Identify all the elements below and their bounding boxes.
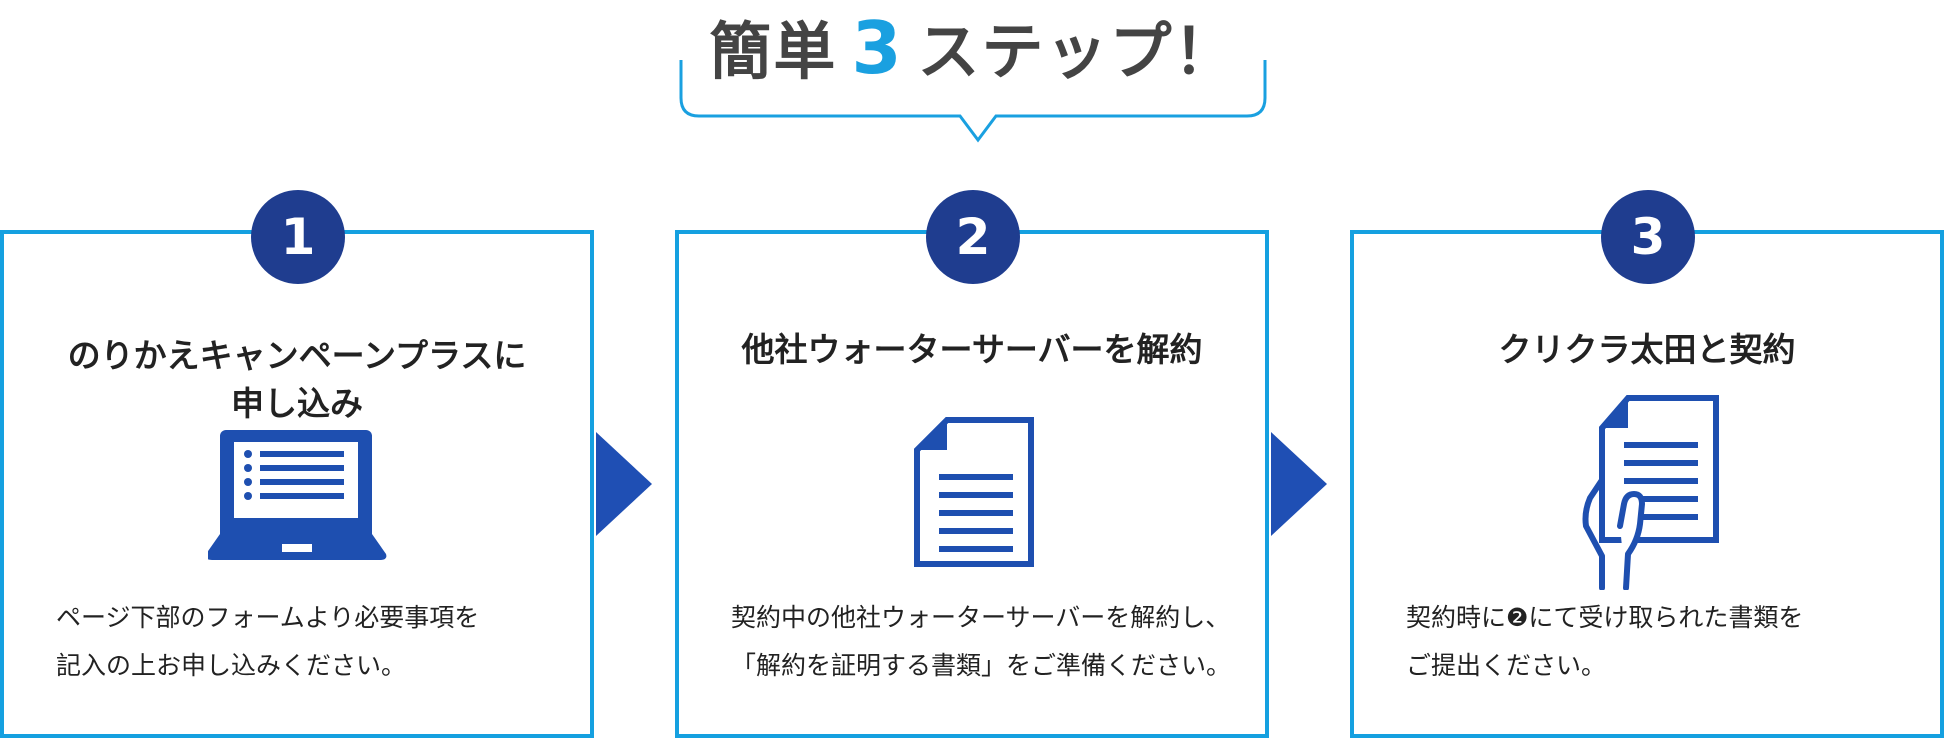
step-card-1: のりかえキャンペーンプラスに 申し込み ページ下部のフォームより必要事項を 記入… [0,230,594,738]
step-1-body: ページ下部のフォームより必要事項を 記入の上お申し込みください。 [56,594,576,690]
step-1-title: のりかえキャンペーンプラスに 申し込み [4,332,590,428]
step-2-title: 他社ウォーターサーバーを解約 [679,326,1265,374]
step-3-body-line-2: ご提出ください。 [1406,651,1607,680]
laptop-icon [208,430,387,560]
step-1-body-line-2: 記入の上お申し込みください。 [56,651,407,680]
hand-document-icon [1582,395,1719,590]
step-2-body-line-1: 契約中の他社ウォーターサーバーを解約し、 [731,603,1231,632]
step-2-body-line-2: 「解約を証明する書類」をご準備ください。 [731,651,1232,680]
step-3-body: 契約時に❷にて受け取られた書類を ご提出ください。 [1406,594,1926,690]
step-1-body-line-1: ページ下部のフォームより必要事項を [56,603,480,632]
step-2-badge: 2 [926,190,1020,284]
step-1-badge: 1 [251,190,345,284]
step-3-badge: 3 [1601,190,1695,284]
step-2-body: 契約中の他社ウォーターサーバーを解約し、 「解約を証明する書類」をご準備ください… [731,594,1251,690]
step-1-title-line-1: のりかえキャンペーンプラスに [67,336,527,375]
step-card-3: クリクラ太田と契約 契約時に❷にて受け取られた書類を ご提出ください。 [1350,230,1944,738]
step-2-title-line-1: 他社ウォーターサーバーを解約 [741,330,1203,369]
step-3-title: クリクラ太田と契約 [1354,326,1940,374]
document-icon [914,417,1034,567]
step-3-title-line-1: クリクラ太田と契約 [1498,330,1796,369]
step-1-title-line-2: 申し込み [231,384,363,423]
arrow-right-icon [596,432,652,536]
title-bubble-outline [679,60,1267,143]
step-card-2: 他社ウォーターサーバーを解約 契約中の他社ウォーターサーバーを解約し、 「解約を… [675,230,1269,738]
title-prefix: 簡単 [709,15,838,88]
title-number: 3 [851,6,904,90]
arrow-right-icon [1271,432,1327,536]
title-suffix: ステップ！ [917,15,1238,88]
step-3-body-line-1: 契約時に❷にて受け取られた書類を [1406,603,1804,632]
